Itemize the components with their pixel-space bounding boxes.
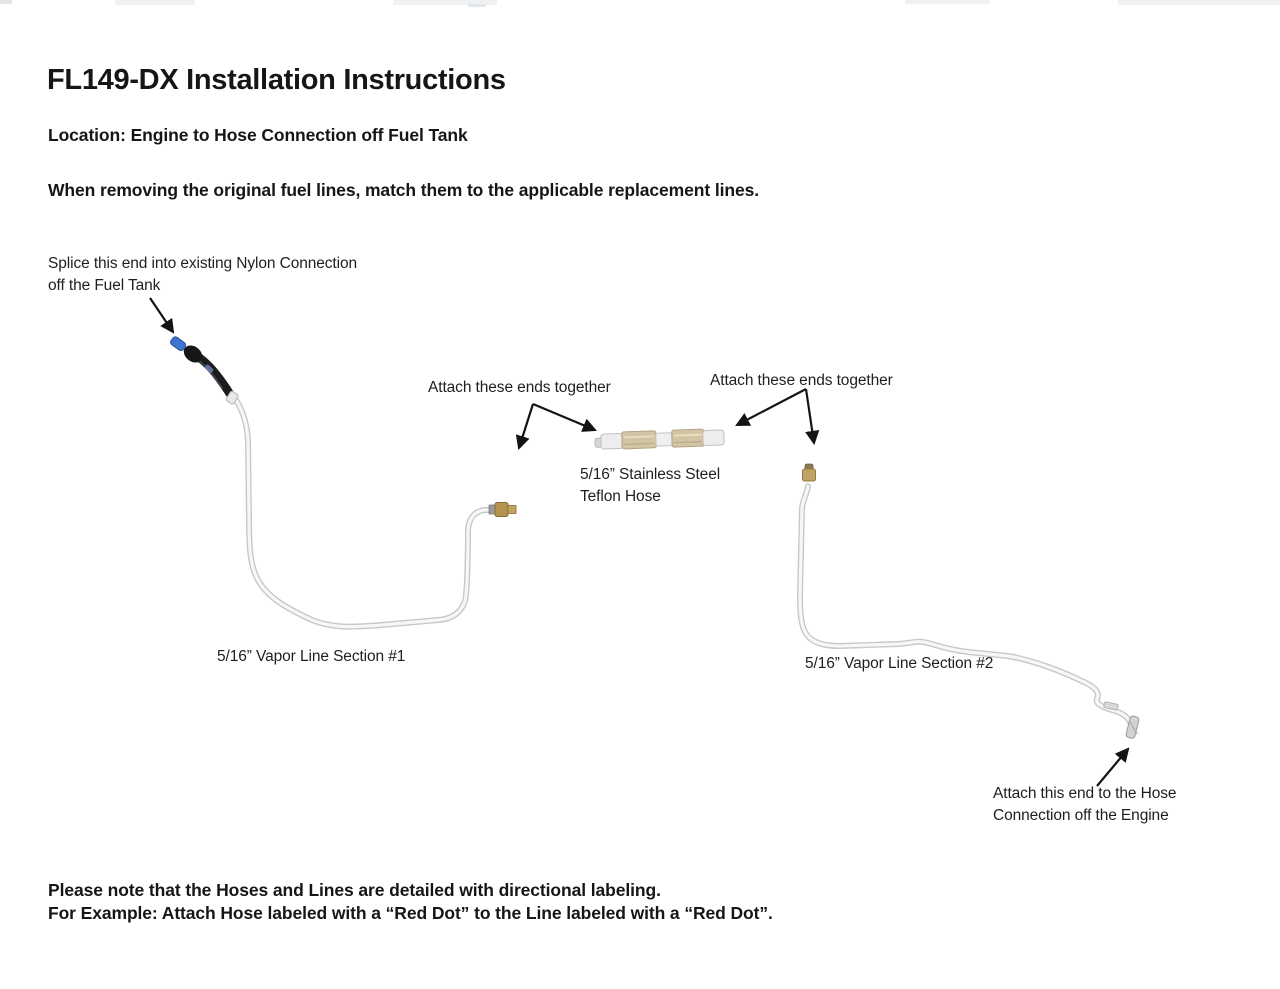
- attach-left-arrow-b: [532, 402, 597, 432]
- splice-note: Splice this end into existing Nylon Conn…: [48, 253, 357, 297]
- top-crop-bar: [0, 0, 12, 4]
- footer-note: Please note that the Hoses and Lines are…: [48, 879, 773, 925]
- engine-end-fitting: [1103, 701, 1140, 739]
- teflon-hose: [594, 428, 725, 450]
- fuel-tank-connector: [170, 336, 239, 405]
- vapor-line-1-label: 5/16” Vapor Line Section #1: [217, 648, 406, 665]
- top-crop-bar: [905, 0, 990, 4]
- attach-right-arrow-a: [735, 388, 807, 426]
- intro-line: When removing the original fuel lines, m…: [48, 180, 759, 200]
- top-crop-bar: [393, 0, 497, 5]
- engine-note-line2: Connection off the Engine: [993, 807, 1169, 824]
- teflon-hose-label-line1: 5/16” Stainless Steel: [580, 466, 721, 483]
- teflon-hose-label-line2: Teflon Hose: [580, 488, 661, 505]
- footer-note-line2: For Example: Attach Hose labeled with a …: [48, 903, 773, 923]
- location-line: Location: Engine to Hose Connection off …: [48, 125, 468, 145]
- splice-note-line2: off the Fuel Tank: [48, 277, 161, 294]
- vapor-line-2-tube: [796, 483, 1136, 736]
- splice-note-line1: Splice this end into existing Nylon Conn…: [48, 255, 358, 272]
- footer-note-line1: Please note that the Hoses and Lines are…: [48, 880, 661, 900]
- callout-arrows: [149, 297, 1130, 787]
- attach-left-arrow-a: [515, 403, 535, 451]
- vapor-line-2-top-fitting: [802, 463, 816, 482]
- vapor-line-2-label: 5/16” Vapor Line Section #2: [805, 655, 994, 672]
- top-crop-bar: [1118, 0, 1280, 5]
- page-title: FL149-DX Installation Instructions: [47, 64, 506, 96]
- engine-note: Attach this end to the Hose Connection o…: [993, 783, 1177, 827]
- teflon-hose-label: 5/16” Stainless Steel Teflon Hose: [580, 464, 720, 508]
- attach-left-label: Attach these ends together: [428, 379, 611, 396]
- top-crop-bar: [115, 0, 195, 5]
- splice-arrow: [149, 297, 175, 334]
- top-crop-bar: [468, 4, 486, 7]
- attach-right-arrow-b: [804, 388, 820, 446]
- engine-note-line1: Attach this end to the Hose: [993, 785, 1177, 802]
- vapor-line-1-end-fitting: [488, 502, 517, 517]
- attach-right-label: Attach these ends together: [710, 372, 893, 389]
- vapor-line-1-tube: [233, 397, 494, 630]
- engine-arrow: [1096, 747, 1130, 787]
